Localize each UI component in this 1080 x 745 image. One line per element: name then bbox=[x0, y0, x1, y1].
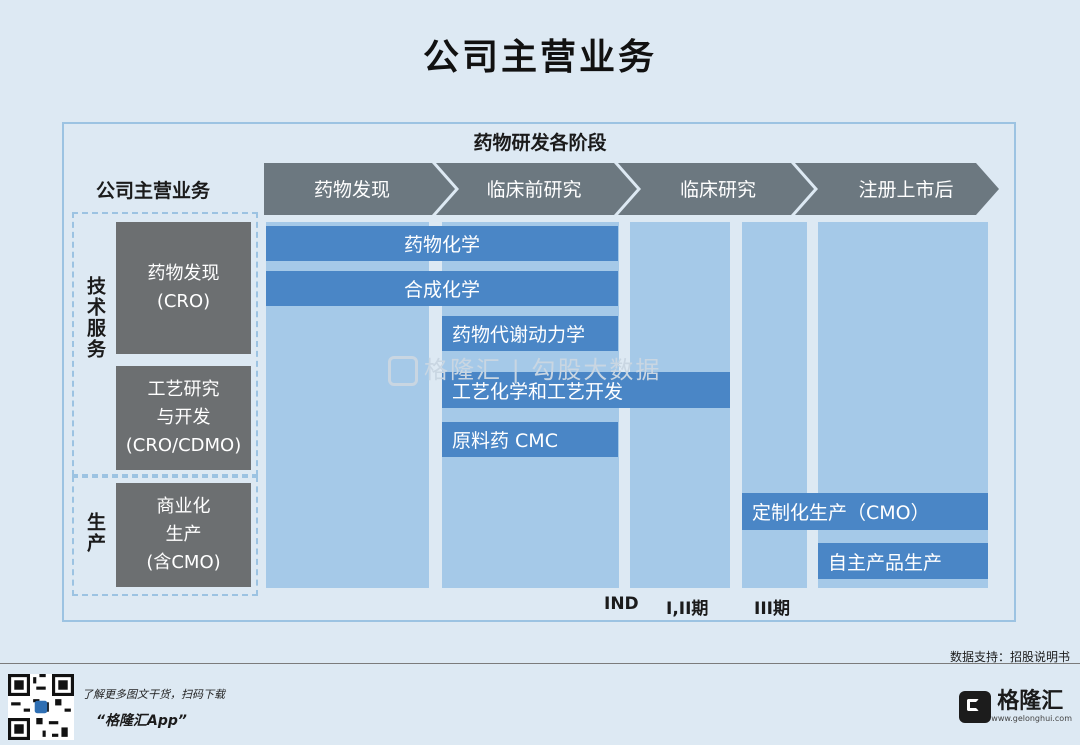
brand-name: 格隆汇 bbox=[997, 689, 1064, 714]
stage-label-post-registration: 注册上市后 bbox=[858, 179, 953, 201]
production-group bbox=[72, 476, 258, 596]
stage-chevrons: 药物发现 临床前研究 临床研究 注册上市后 bbox=[264, 163, 999, 215]
service-line: (CRO) bbox=[156, 291, 211, 312]
service-drug-discovery: 药物发现 (CRO) bbox=[116, 222, 251, 354]
bar-own-products: 自主产品生产 bbox=[818, 543, 988, 579]
app-name: “格隆汇App” bbox=[96, 713, 187, 729]
row-header: 公司主营业务 bbox=[96, 180, 211, 202]
service-line: 与开发 bbox=[156, 407, 211, 428]
bar-process-chemistry: 工艺化学和工艺开发 bbox=[442, 372, 730, 408]
column-clinical-phase3 bbox=[742, 222, 807, 588]
service-line: 工艺研究 bbox=[147, 379, 220, 400]
bar-cmo: 定制化生产（CMO） bbox=[742, 493, 988, 530]
service-process-research: 工艺研究 与开发 (CRO/CDMO) bbox=[116, 366, 251, 470]
stage-drug-discovery: 药物发现 bbox=[264, 163, 455, 215]
footer-divider bbox=[0, 663, 1080, 664]
group-label-tech-service: 技术服务 bbox=[84, 276, 106, 360]
milestone-ind: IND bbox=[604, 594, 639, 614]
bar-api-cmc: 原料药 CMC bbox=[442, 422, 618, 457]
bar-drug-chemistry: 药物化学 bbox=[266, 226, 618, 261]
qr-code-icon bbox=[8, 674, 74, 740]
bar-dmpk: 药物代谢动力学 bbox=[442, 316, 618, 351]
stage-label-drug-discovery: 药物发现 bbox=[314, 179, 390, 201]
stage-clinical: 临床研究 bbox=[618, 163, 814, 215]
column-post-registration bbox=[818, 222, 988, 588]
service-commercial-production: 商业化 生产 (含CMO) bbox=[116, 483, 251, 587]
tech-service-group bbox=[72, 212, 258, 476]
brand-url: www.gelonghui.com bbox=[991, 714, 1072, 723]
stage-label-clinical: 临床研究 bbox=[680, 179, 756, 201]
milestone-phase12: I,II期 bbox=[666, 599, 709, 619]
promo-text: 了解更多图文干货，扫码下载 bbox=[82, 688, 225, 701]
stage-post-registration: 注册上市后 bbox=[795, 163, 999, 215]
brand-logo-icon bbox=[959, 690, 992, 723]
milestone-phase3: III期 bbox=[754, 599, 790, 619]
source-note: 数据支持：招股说明书 bbox=[949, 650, 1070, 664]
page-title: 公司主营业务 bbox=[422, 37, 657, 78]
stages-title: 药物研发各阶段 bbox=[473, 132, 607, 154]
brand-logo: 格隆汇 www.gelonghui.com bbox=[959, 690, 1072, 723]
bar-synthetic-chemistry: 合成化学 bbox=[266, 271, 618, 306]
service-line: 药物发现 bbox=[147, 263, 220, 284]
diagram-frame bbox=[62, 122, 1016, 622]
service-line: 商业化 bbox=[156, 496, 211, 517]
group-label-production: 生产 bbox=[84, 512, 106, 554]
service-line: (含CMO) bbox=[146, 552, 221, 573]
service-line: (CRO/CDMO) bbox=[125, 435, 242, 456]
stage-preclinical: 临床前研究 bbox=[436, 163, 637, 215]
stage-label-preclinical: 临床前研究 bbox=[486, 179, 581, 201]
service-line: 生产 bbox=[165, 524, 202, 545]
